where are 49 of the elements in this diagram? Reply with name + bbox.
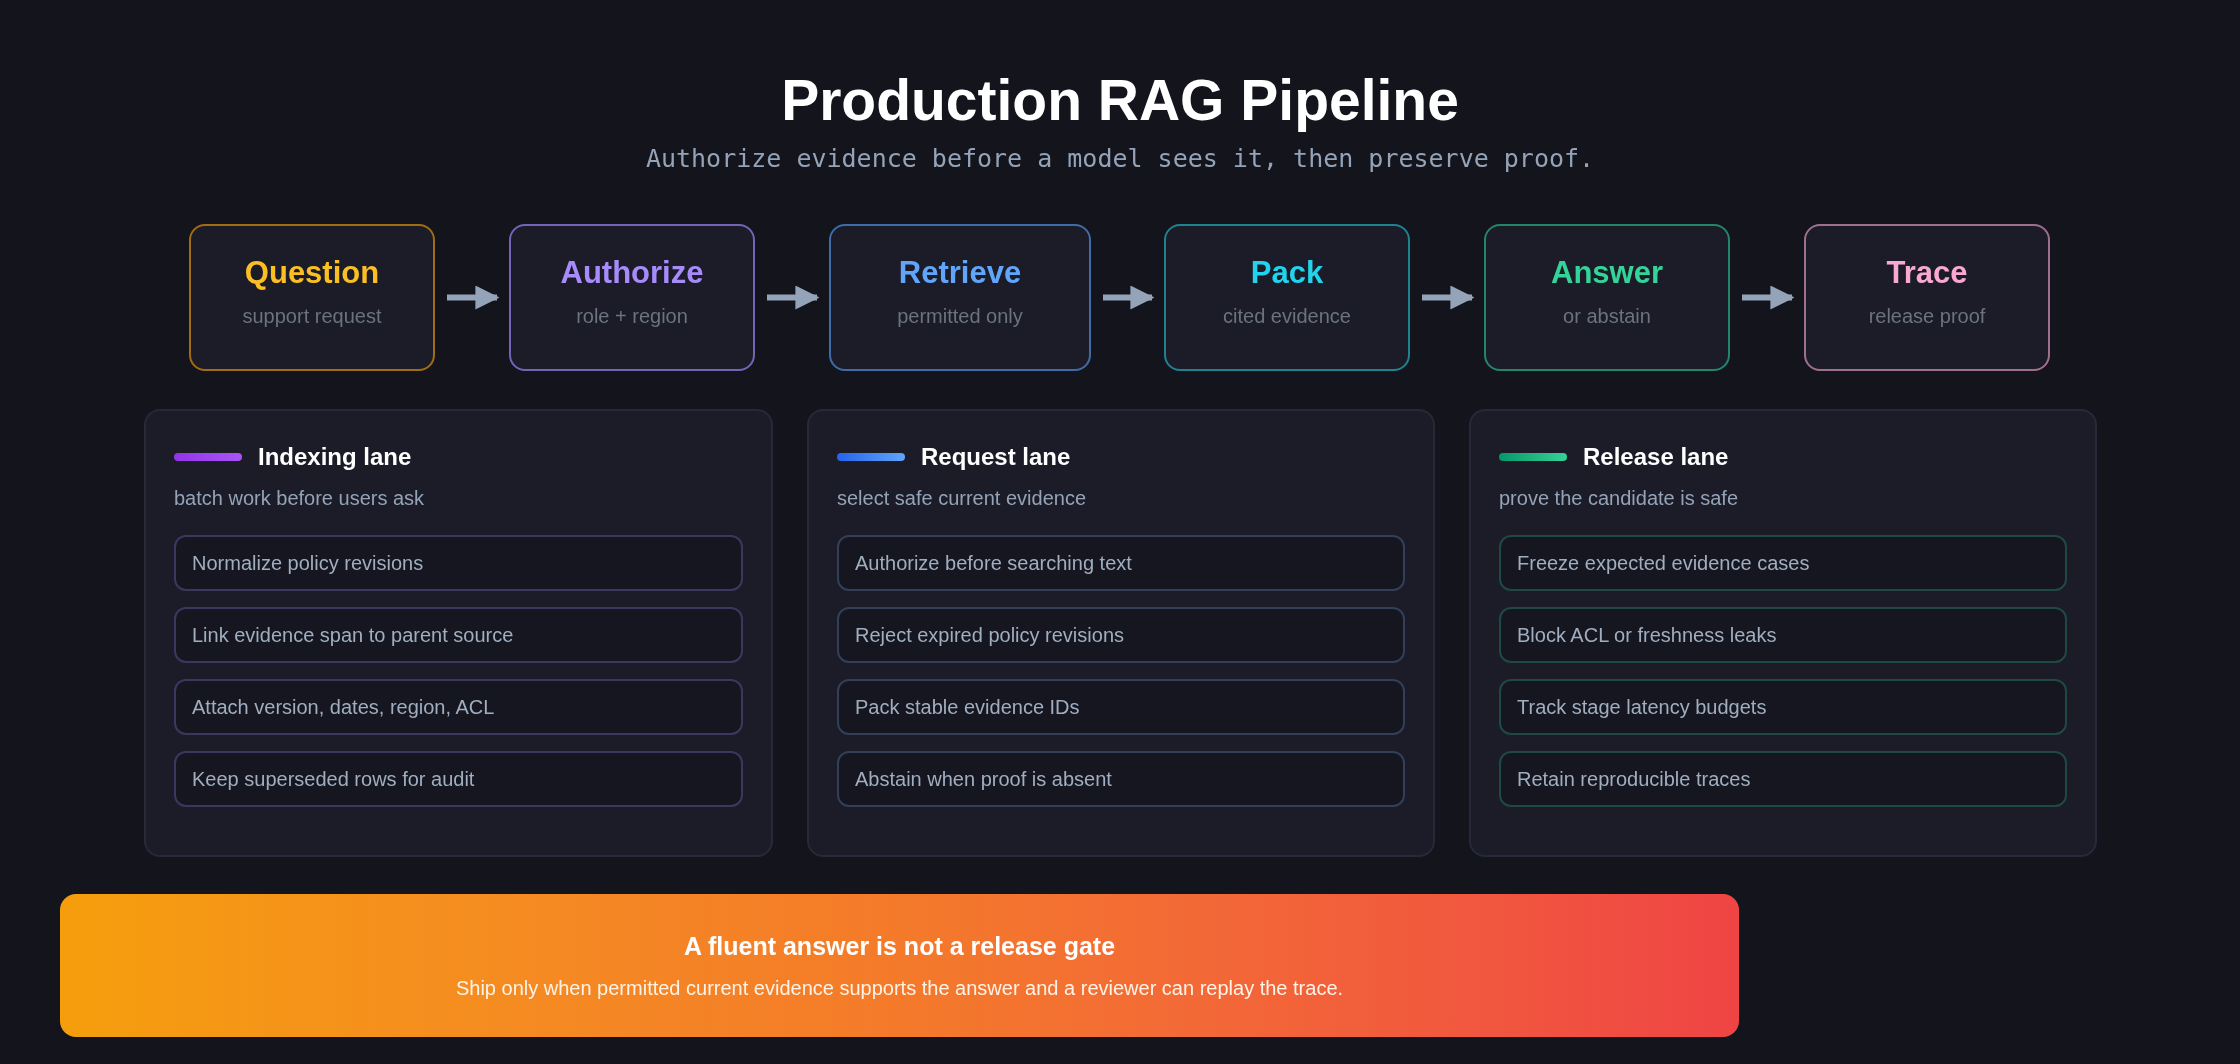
lane-step: Keep superseded rows for audit [174, 751, 743, 807]
lane-subtitle: select safe current evidence [837, 486, 1088, 511]
lane-subtitle: batch work before users ask [174, 486, 426, 511]
stage-title: Trace [1886, 254, 1968, 292]
banner-text: Ship only when permitted current evidence supports the answer and a reviewer can replay the trace. [455, 976, 1344, 1002]
lane-step: Link evidence span to parent source [174, 607, 743, 663]
arrow [447, 285, 500, 310]
arrow [767, 285, 820, 310]
lane-panel [1469, 409, 2097, 857]
arrow [1422, 285, 1475, 310]
stage-subtitle: or abstain [1563, 303, 1651, 329]
stage-box [829, 224, 1091, 371]
stage-title: Pack [1250, 254, 1324, 292]
lane-panel [807, 409, 1435, 857]
arrow [1103, 285, 1155, 310]
lane-step: Abstain when proof is absent [837, 751, 1405, 807]
banner-title: A fluent answer is not a release gate [683, 930, 1116, 962]
lane-step: Attach version, dates, region, ACL [174, 679, 743, 735]
stage-title: Authorize [560, 254, 704, 292]
stage-box [189, 224, 435, 371]
lane-step: Normalize policy revisions [174, 535, 743, 591]
stage-box [509, 224, 755, 371]
stage-title: Answer [1551, 254, 1663, 292]
stage-box [1804, 224, 2050, 371]
arrow [1742, 285, 1795, 310]
lane-title: Request lane [921, 442, 1071, 472]
stage-subtitle: release proof [1868, 303, 1986, 329]
lane-step: Freeze expected evidence cases [1499, 535, 2067, 591]
lane-title: Indexing lane [258, 442, 412, 472]
lane-subtitle: prove the candidate is safe [1499, 486, 1740, 511]
diagram-title: Production RAG Pipeline [781, 67, 1459, 134]
warning-banner [60, 894, 1739, 1037]
lane-title: Release lane [1583, 442, 1729, 472]
lane-step: Block ACL or freshness leaks [1499, 607, 2067, 663]
stage-subtitle: cited evidence [1223, 303, 1351, 329]
lane-panel [144, 409, 773, 857]
stage-subtitle: permitted only [897, 303, 1023, 329]
stage-box [1484, 224, 1730, 371]
lane-step: Pack stable evidence IDs [837, 679, 1405, 735]
stage-title: Question [244, 254, 380, 292]
lane-step: Authorize before searching text [837, 535, 1405, 591]
lane-step: Retain reproducible traces [1499, 751, 2067, 807]
stage-subtitle: support request [242, 303, 382, 329]
lane-step: Reject expired policy revisions [837, 607, 1405, 663]
stage-title: Retrieve [898, 254, 1022, 292]
lane-step: Track stage latency budgets [1499, 679, 2067, 735]
stage-subtitle: role + region [576, 303, 688, 329]
subtitle: Authorize evidence before a model sees it, then preserve proof. [645, 143, 1595, 175]
stage-box [1164, 224, 1410, 371]
